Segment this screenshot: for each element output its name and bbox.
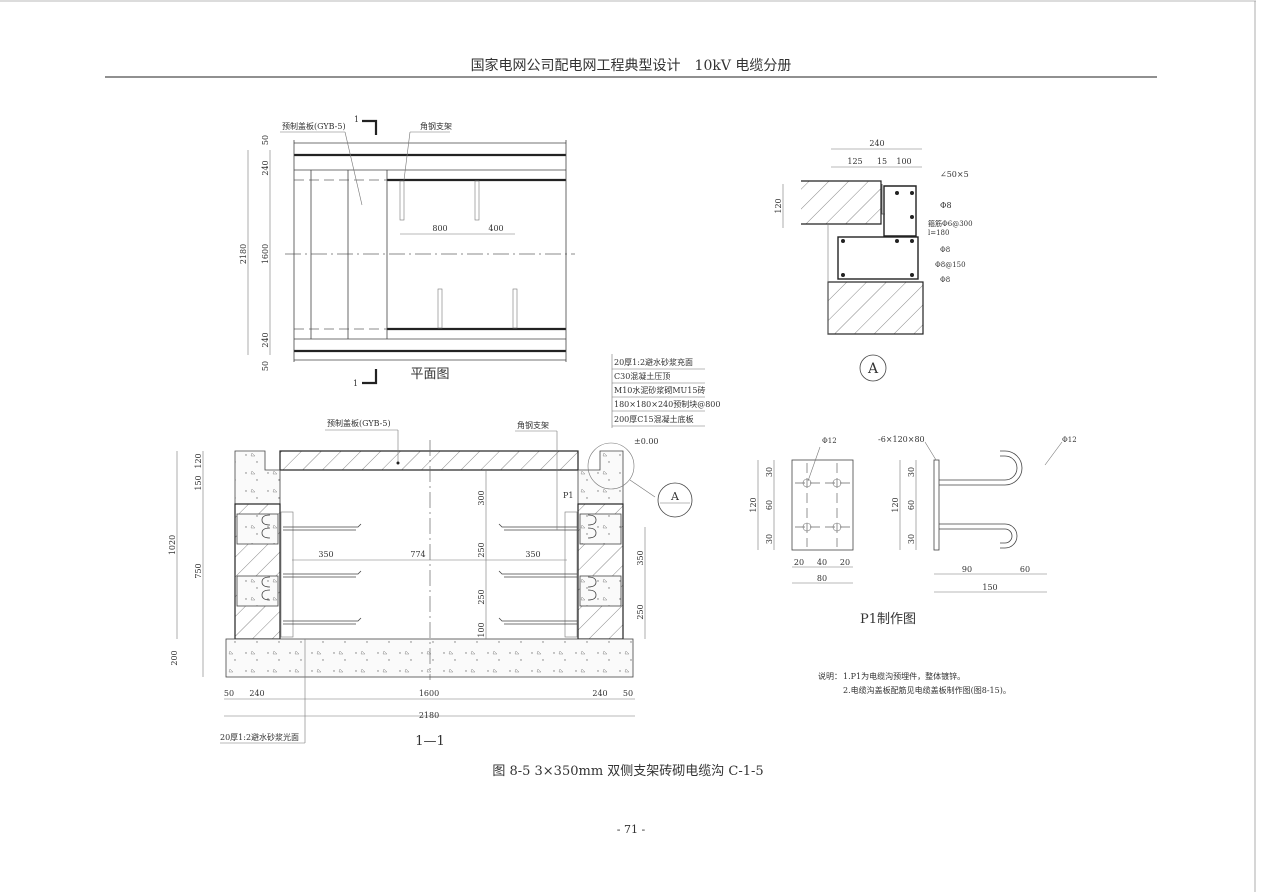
sec-dim-b240-right: 240 xyxy=(592,689,607,698)
sec-dim-b50-left: 50 xyxy=(224,689,234,698)
sec-cover-label: 预制盖板(GYB-5) xyxy=(327,418,391,428)
p1-side-dim-60: 60 xyxy=(907,500,916,510)
sec-dim-300: 300 xyxy=(477,490,486,505)
sec-dim-1020: 1020 xyxy=(168,535,177,555)
layer-table: 20厚1:2避水砂浆充面 C30混凝土压顶 M10水泥砂浆砌MU15砖 180×… xyxy=(611,354,720,428)
p1-dim-150: 150 xyxy=(982,583,997,592)
plan-dim-wall-bottom: 240 xyxy=(261,332,270,347)
sec-dim-350-left: 350 xyxy=(318,550,333,559)
sec-dim-right-350: 350 xyxy=(636,550,645,565)
sec-dim-120: 120 xyxy=(194,453,203,468)
p1-side-dim-30a: 30 xyxy=(907,467,916,477)
sec-dim-750: 750 xyxy=(194,563,203,578)
plan-view-title: 平面图 xyxy=(410,367,449,382)
p1-rod-dia-side: Φ12 xyxy=(1062,436,1077,444)
header-title: 国家电网公司配电网工程典型设计 10kV 电缆分册 xyxy=(471,57,792,74)
plan-section-mark-top: 1 xyxy=(354,115,359,124)
p1-drawing: Φ12 120 30 60 30 20 40 20 80 -6×120×80 Φ… xyxy=(749,435,1077,627)
sec-dim-b240-left: 240 xyxy=(249,689,264,698)
detail-dim-240: 240 xyxy=(869,139,884,148)
p1-title: P1制作图 xyxy=(860,612,916,627)
sec-dim-350-right: 350 xyxy=(525,550,540,559)
p1-dim-120: 120 xyxy=(749,497,758,512)
p1-rod-dia-plan: Φ12 xyxy=(822,437,837,445)
plan-section-mark-bottom: 1 xyxy=(353,379,358,388)
detail-callout-a[interactable] xyxy=(657,482,693,518)
p1-side-dim-120: 120 xyxy=(891,497,900,512)
plan-dim-inner: 1600 xyxy=(261,244,270,264)
layer-3: M10水泥砂浆砌MU15砖 xyxy=(614,385,705,395)
p1-dim-30a: 30 xyxy=(765,467,774,477)
sec-dim-100: 100 xyxy=(477,622,486,637)
section-view: 1020 120 150 750 200 300 250 250 100 350… xyxy=(168,354,720,749)
notes: 说明： 1.P1为电缆沟预埋件，整体镀锌。 2.电缆沟盖板配筋见电缆盖板制作图(… xyxy=(818,671,1011,695)
detail-dim-125: 125 xyxy=(847,157,862,166)
detail-label-3: l=180 xyxy=(928,229,949,237)
detail-label-6: Φ8 xyxy=(940,276,950,284)
sec-dim-774: 774 xyxy=(410,550,425,559)
plan-dim-edge-bottom: 50 xyxy=(261,361,270,371)
p1-dim-80: 80 xyxy=(817,574,827,583)
plan-bracket-label: 角钢支架 xyxy=(420,121,452,131)
sec-plaster-label: 20厚1:2避水砂浆光面 xyxy=(220,732,299,742)
plan-dim-total: 2180 xyxy=(239,244,248,264)
detail-dim-15: 15 xyxy=(877,157,887,166)
p1-dim-90: 90 xyxy=(962,565,972,574)
sec-dim-right-250: 250 xyxy=(636,604,645,619)
sec-elevation: ±0.00 xyxy=(634,437,659,446)
layer-5: 200厚C15混凝土底板 xyxy=(614,414,694,424)
plan-dim-edge-top: 50 xyxy=(261,135,270,145)
detail-label-angle: ∠50×5 xyxy=(940,170,969,179)
sec-dim-200: 200 xyxy=(170,650,179,665)
detail-label-4: Φ8 xyxy=(940,246,950,254)
plan-dim-800: 800 xyxy=(432,224,447,233)
p1-dim-40: 40 xyxy=(817,558,827,567)
detail-dim-120: 120 xyxy=(774,198,783,213)
detail-a-title: A xyxy=(867,361,879,377)
layer-1: 20厚1:2避水砂浆充面 xyxy=(614,357,693,367)
sec-dim-b2180: 2180 xyxy=(419,711,439,720)
plan-cover-label: 预制盖板(GYB-5) xyxy=(282,121,346,131)
detail-label-1: Φ8 xyxy=(940,201,952,210)
p1-dim-60b: 60 xyxy=(1020,565,1030,574)
section-title: 1—1 xyxy=(415,734,445,749)
detail-label-5: Φ8@150 xyxy=(935,261,966,269)
detail-label-2: 箍筋Φ6@300 xyxy=(928,219,973,228)
detail-a: 240 125 15 100 120 ∠50×5 Φ8 箍筋Φ6@300 l=1… xyxy=(774,139,973,382)
figure-caption: 图 8-5 3×350mm 双侧支架砖砌电缆沟 C-1-5 xyxy=(492,763,763,779)
p1-dim-60: 60 xyxy=(765,500,774,510)
detail-callout-a-label: A xyxy=(670,490,680,503)
sec-dim-150: 150 xyxy=(194,475,203,490)
p1-dim-20b: 20 xyxy=(840,558,850,567)
note-2: 2.电缆沟盖板配筋见电缆盖板制作图(图8-15)。 xyxy=(843,685,1011,695)
layer-2: C30混凝土压顶 xyxy=(614,371,670,381)
sec-dim-b1600: 1600 xyxy=(419,689,439,698)
sec-dim-250b: 250 xyxy=(477,589,486,604)
layer-4: 180×180×240预制块@800 xyxy=(614,399,720,409)
detail-dim-100: 100 xyxy=(896,157,911,166)
sec-bracket-label: 角钢支架 xyxy=(517,420,549,430)
p1-dim-20a: 20 xyxy=(794,558,804,567)
p1-plate-label: -6×120×80 xyxy=(878,435,925,444)
plan-dim-400: 400 xyxy=(488,224,503,233)
plan-dim-wall-top: 240 xyxy=(261,160,270,175)
sec-dim-250a: 250 xyxy=(477,542,486,557)
note-1: 1.P1为电缆沟预埋件，整体镀锌。 xyxy=(843,671,965,681)
plan-view: 2180 1600 240 240 50 50 800 400 预制盖板(GYB… xyxy=(239,115,575,388)
page-number: - 71 - xyxy=(617,823,646,836)
sec-dim-b50-right: 50 xyxy=(623,689,633,698)
sec-p1-label: P1 xyxy=(563,491,573,500)
p1-side-dim-30b: 30 xyxy=(907,534,916,544)
p1-dim-30b: 30 xyxy=(765,534,774,544)
notes-label: 说明： xyxy=(818,671,842,681)
